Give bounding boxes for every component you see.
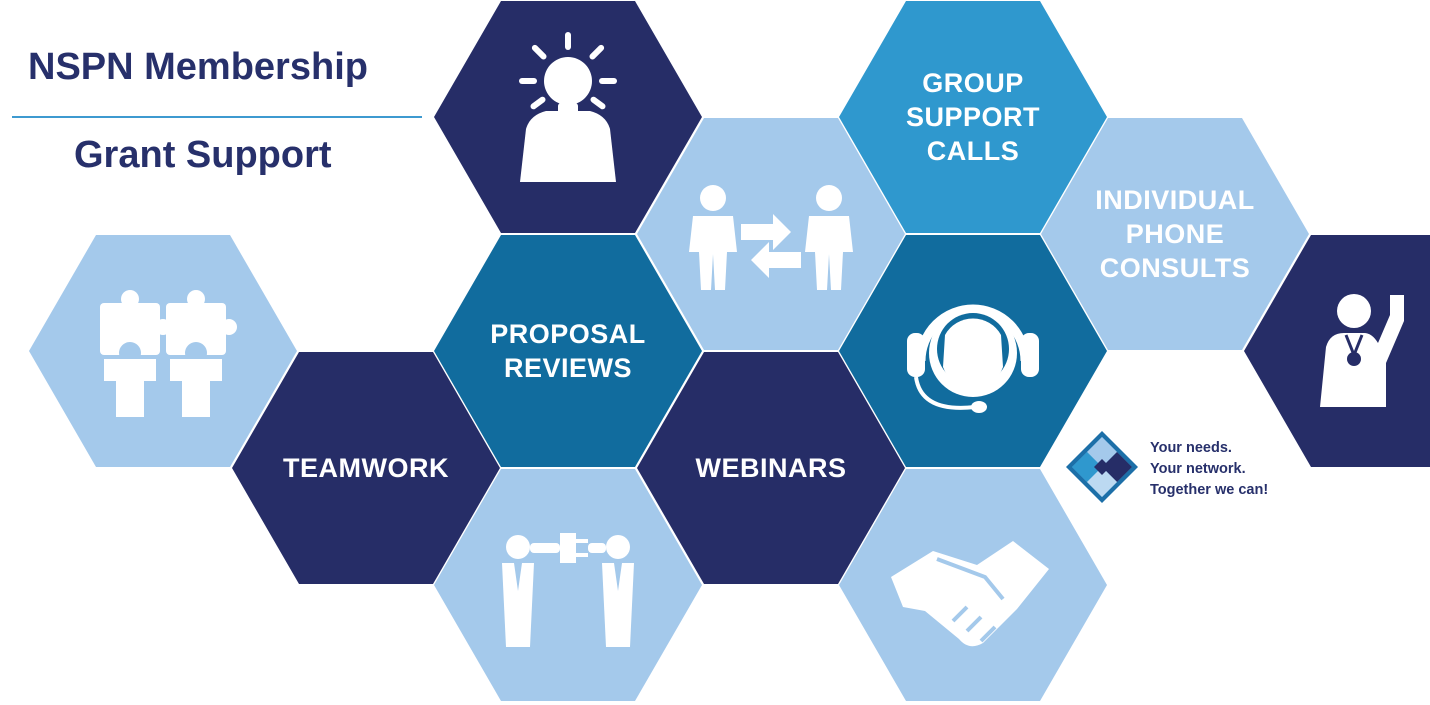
lightbulb-person-icon <box>519 32 617 182</box>
hex-proposal-reviews <box>434 235 702 467</box>
plug-connection-icon <box>502 533 634 647</box>
hex-label-line: PHONE <box>1126 219 1225 249</box>
hex-label-line: PROPOSAL <box>490 319 646 349</box>
hex-label-individual-phone-consults: INDIVIDUAL PHONE CONSULTS <box>1095 185 1255 283</box>
page-title: NSPN Membership <box>28 46 368 88</box>
hex-plug <box>434 469 702 701</box>
hex-label-line: GROUP <box>922 68 1024 98</box>
title-divider <box>12 116 422 118</box>
presenter-icon <box>1320 294 1404 407</box>
hex-puzzle <box>29 235 297 467</box>
hex-label-webinars: WEBINARS <box>696 453 847 483</box>
hex-label-line: CALLS <box>927 136 1020 166</box>
hex-label-line: INDIVIDUAL <box>1095 185 1255 215</box>
hex-label-line: TEAMWORK <box>283 453 449 483</box>
headset-icon <box>907 304 1039 413</box>
hex-label-line: SUPPORT <box>906 102 1040 132</box>
hex-label-line: CONSULTS <box>1100 253 1251 283</box>
handshake-icon <box>891 541 1049 647</box>
hex-teamwork <box>232 352 500 584</box>
hex-label-line: WEBINARS <box>696 453 847 483</box>
tagline-line-3: Together we can! <box>1150 482 1269 498</box>
hex-label-line: REVIEWS <box>504 353 632 383</box>
tagline-line-2: Your network. <box>1150 461 1246 477</box>
hex-label-proposal-reviews: PROPOSAL REVIEWS <box>490 319 646 383</box>
tagline-line-1: Your needs. <box>1150 440 1232 456</box>
tagline: Your needs. Your network. Together we ca… <box>1150 438 1268 501</box>
puzzle-people-icon <box>100 290 237 417</box>
exchange-people-icon <box>689 185 853 290</box>
hex-label-group-support-calls: GROUP SUPPORT CALLS <box>906 68 1040 166</box>
hex-webinars <box>637 352 905 584</box>
hex-label-teamwork: TEAMWORK <box>283 453 449 483</box>
page-subtitle: Grant Support <box>74 134 332 176</box>
hex-individual-phone-consults <box>1041 118 1309 350</box>
nspn-logo <box>1066 431 1138 503</box>
hex-group-support-calls <box>839 1 1107 233</box>
